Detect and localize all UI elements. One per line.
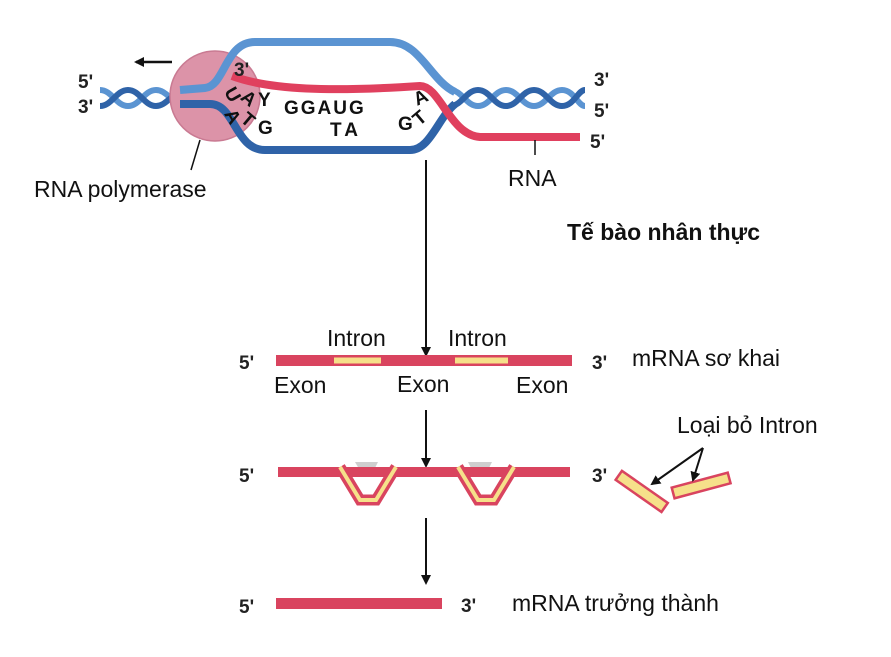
exon-label: Exon	[397, 371, 449, 397]
label-3-prime: 3'	[461, 596, 476, 617]
label-5-prime: 5'	[239, 466, 254, 487]
label-3-prime: 3'	[78, 97, 93, 118]
rna-polymerase-label: RNA polymerase	[34, 176, 207, 202]
pre-mrna	[276, 355, 572, 366]
dna-helix-right	[449, 86, 586, 110]
label-5-prime: 5'	[590, 132, 605, 153]
label-5-prime: 5'	[594, 101, 609, 122]
intron-label: Intron	[448, 325, 507, 351]
exon-label: Exon	[516, 372, 568, 398]
rna-strand	[230, 72, 580, 141]
splicing-mrna	[278, 462, 570, 506]
intron-segment	[455, 357, 508, 364]
mature-mrna-label: mRNA trưởng thành	[512, 590, 719, 616]
removed-intron	[613, 469, 670, 514]
base: G	[398, 114, 413, 135]
label-5-prime: 5'	[78, 72, 93, 93]
intron-segment	[334, 357, 381, 364]
removal-arrow	[690, 447, 704, 482]
removed-intron	[670, 471, 733, 500]
label-3-prime: 3'	[594, 70, 609, 91]
mature-mrna	[276, 598, 442, 609]
exon-label: Exon	[274, 372, 326, 398]
rna-polymerase	[169, 50, 261, 142]
rna-label: RNA	[508, 165, 557, 191]
removal-arrow	[650, 447, 704, 486]
remove-intron-label: Loại bỏ Intron	[677, 412, 818, 438]
dna-bottom-strand	[180, 100, 458, 154]
base: Y	[258, 90, 271, 111]
dna-template-top-strand	[179, 38, 458, 96]
pre-mrna-label: mRNA sơ khai	[632, 345, 780, 371]
base-sequence: TA	[330, 120, 362, 141]
label-5-prime: 5'	[239, 597, 254, 618]
base: G	[258, 118, 273, 139]
polymerase-pointer	[190, 139, 201, 171]
label-3-prime: 3'	[592, 353, 607, 374]
label-5-prime: 5'	[239, 353, 254, 374]
label-3-prime: 3'	[592, 466, 607, 487]
rna-3-prime-label: 3'	[234, 60, 249, 81]
base-sequence: GGAUG	[284, 98, 366, 119]
cell-type-title: Tế bào nhân thực	[567, 219, 760, 245]
intron-label: Intron	[327, 325, 386, 351]
